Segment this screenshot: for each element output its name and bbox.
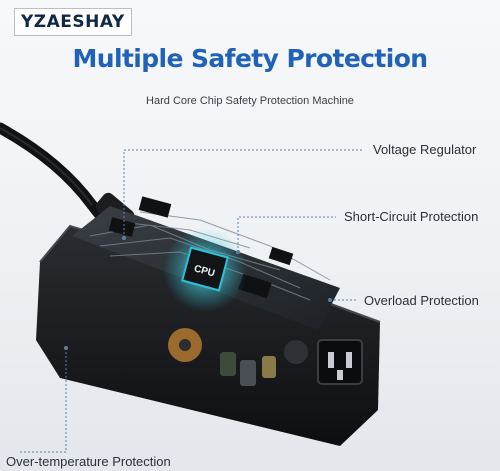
capacitor xyxy=(262,356,276,378)
chip-small xyxy=(268,246,294,266)
adapter-case xyxy=(36,226,380,446)
capacitor xyxy=(220,352,236,376)
page-title: Multiple Safety Protection xyxy=(72,44,429,73)
subtitle: Hard Core Chip Safety Protection Machine xyxy=(146,95,354,107)
callout-overload-protection: Overload Protection xyxy=(364,293,479,308)
over-temperature-callout-line xyxy=(18,348,67,453)
callout-voltage-regulator: Voltage Regulator xyxy=(373,142,477,157)
voltage-callout-line xyxy=(123,149,362,238)
chip-small xyxy=(108,217,136,237)
callout-short-circuit-protection: Short-Circuit Protection xyxy=(344,209,479,224)
brand-logo: YZAESHAY xyxy=(14,8,132,36)
cpu-chip xyxy=(181,246,229,292)
callout-over-temperature-protection: Over-temperature Protection xyxy=(6,454,171,469)
short-circuit-callout-line xyxy=(237,216,336,252)
chip-small xyxy=(138,196,172,218)
capacitor xyxy=(240,360,256,386)
cpu-chip-label: CPU xyxy=(193,263,216,279)
ac-socket xyxy=(317,339,363,385)
chip-small xyxy=(238,273,272,299)
capacitor-round xyxy=(284,340,308,364)
